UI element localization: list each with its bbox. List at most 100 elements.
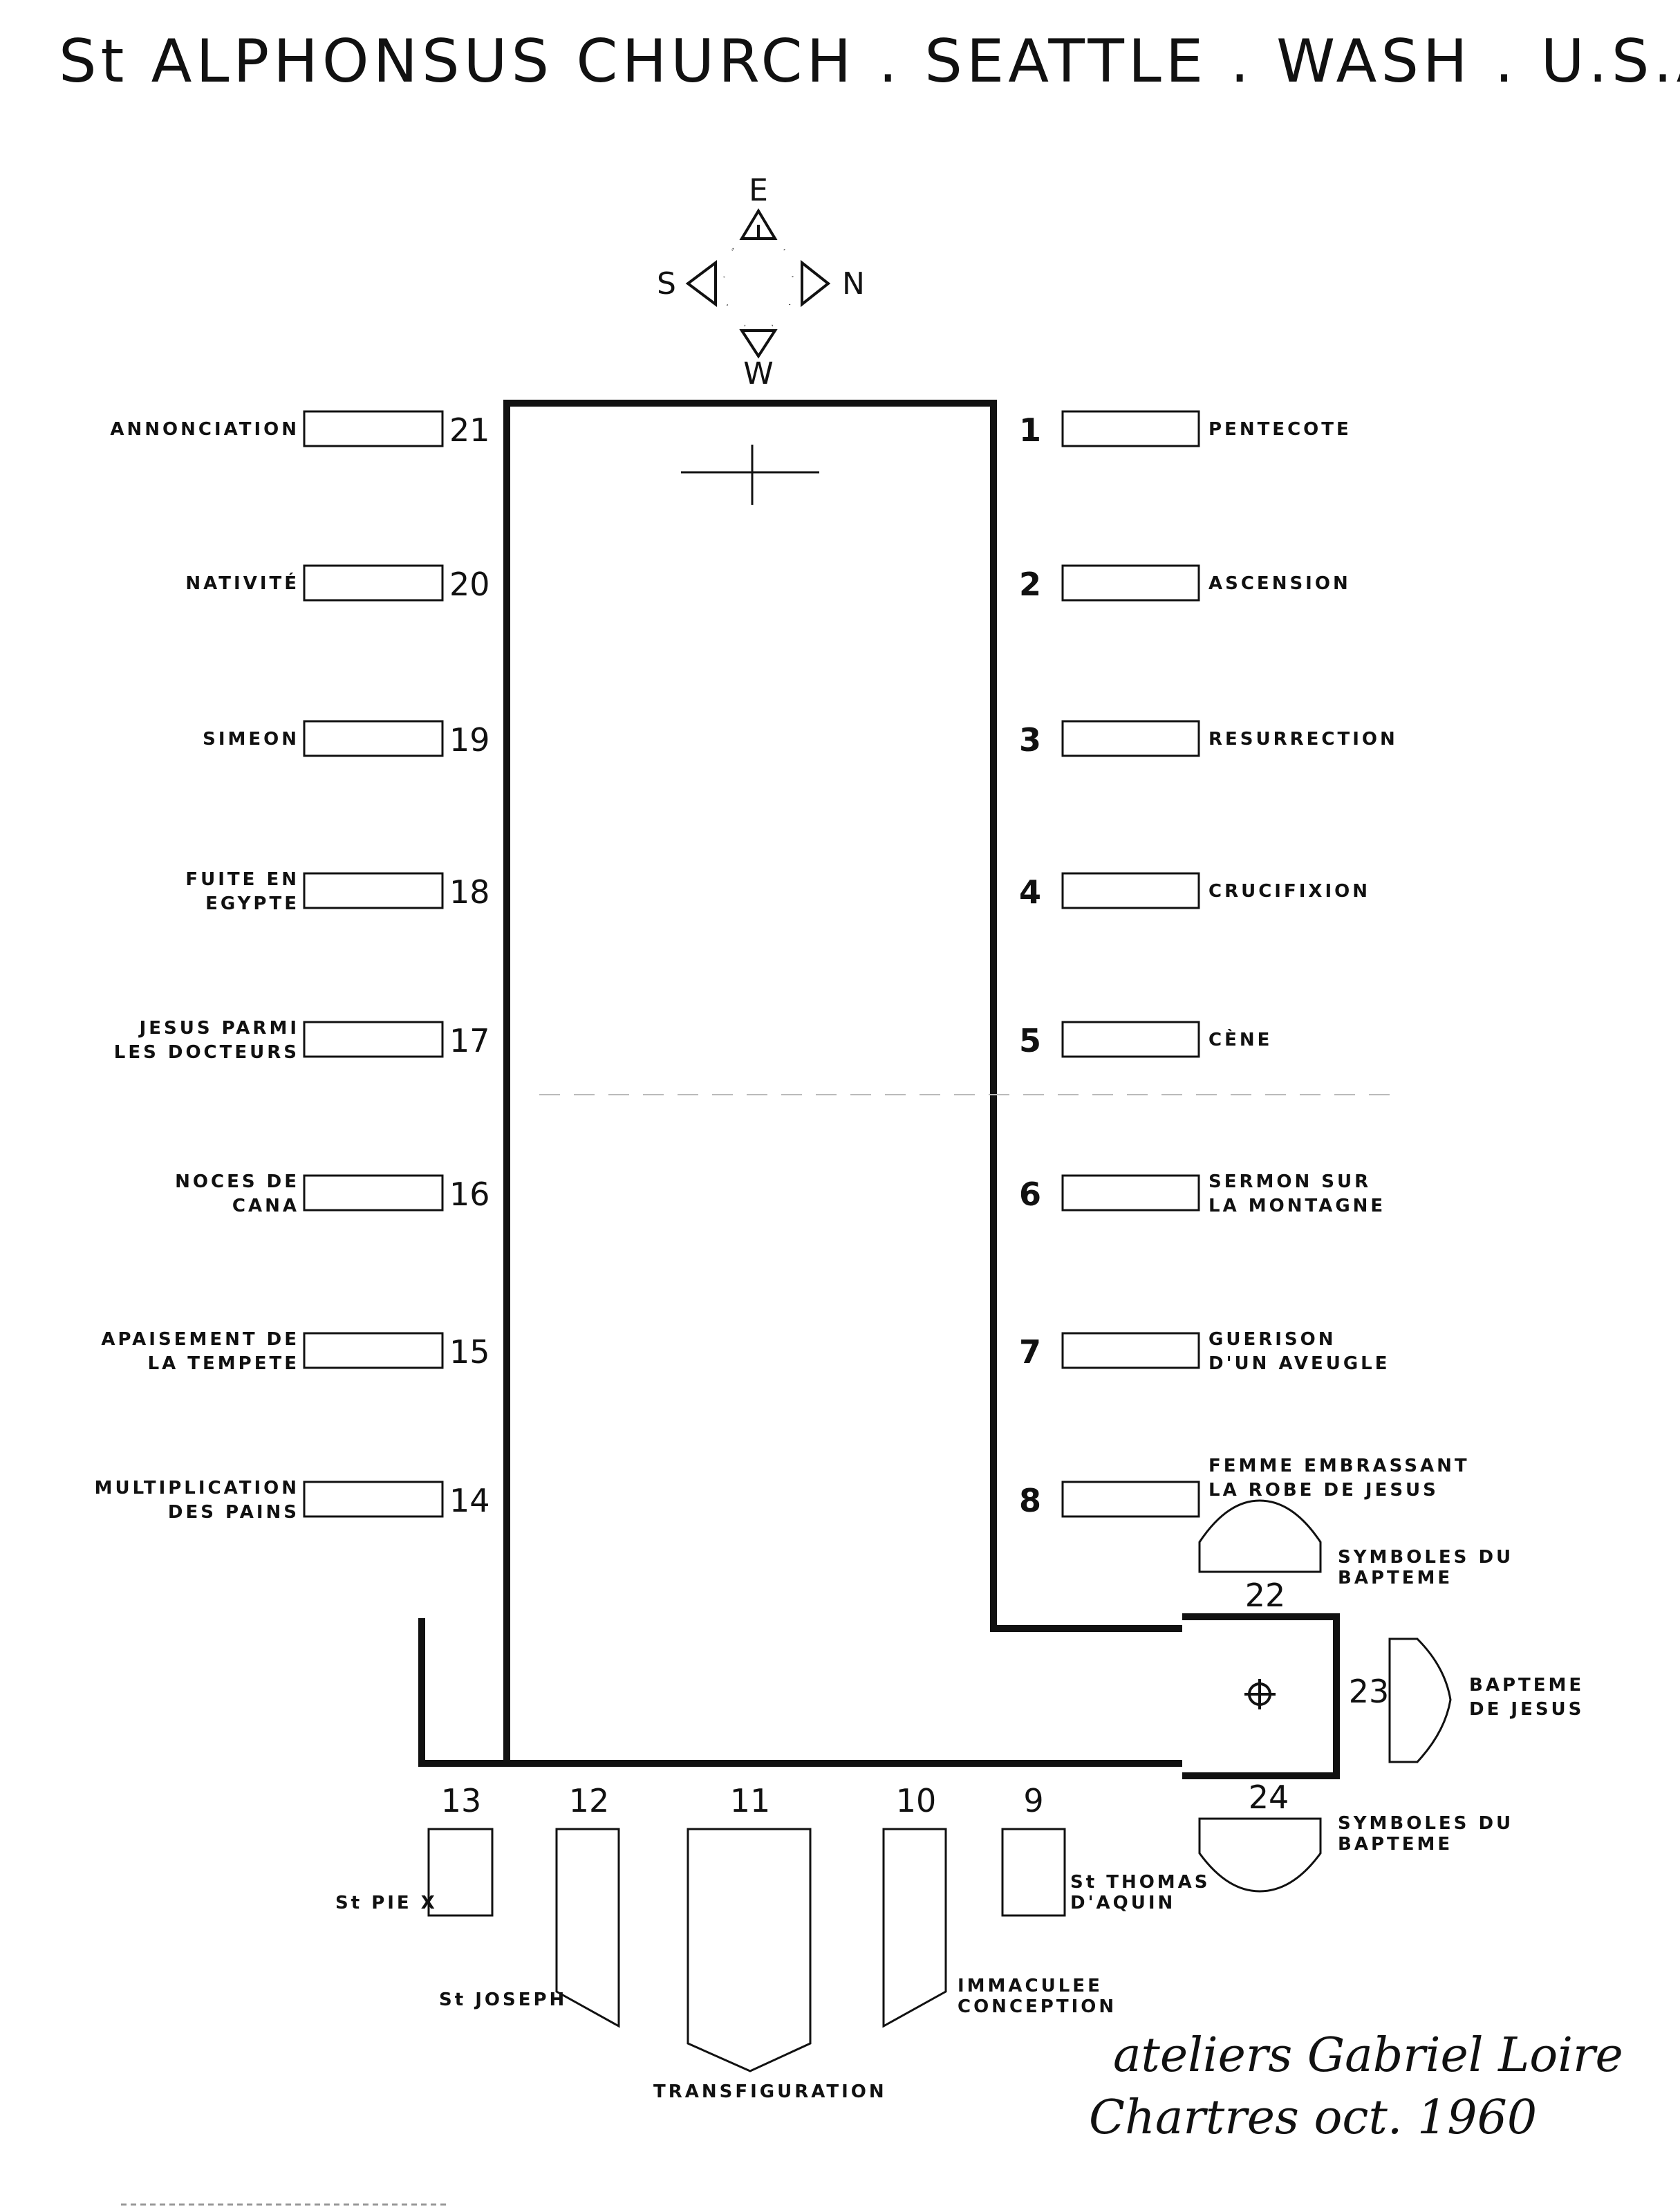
window-22-shape [1198,1499,1322,1573]
window-2-shape [1061,564,1200,602]
window-14-label-line2: DES PAINS [168,1502,299,1523]
window-16-number: 16 [449,1176,490,1213]
window-16-shape [303,1174,444,1212]
window-21-shape [303,410,444,447]
window-18-label-line1: FUITE EN [185,869,299,890]
window-11-number: 11 [730,1782,771,1819]
window-3-label-line1: RESURRECTION [1208,729,1398,750]
window-7-shape [1061,1332,1200,1369]
window-9-shape [1001,1828,1066,1917]
window-8-label-line2: LA ROBE DE JESUS [1208,1480,1439,1501]
window-23-number: 23 [1349,1673,1390,1710]
window-16-label-line1: NOCES DE [175,1171,299,1192]
window-15-label-line2: LA TEMPETE [148,1353,299,1374]
window-11-label: TRANSFIGURATION [653,2081,887,2102]
compass-west-arrow [739,329,778,359]
window-10-number: 10 [896,1782,937,1819]
window-14-number: 14 [449,1482,490,1519]
window-23-shape [1388,1638,1452,1763]
window-12-number: 12 [569,1782,610,1819]
compass-north-arrow [801,259,831,308]
window-17-shape [303,1021,444,1058]
window-16-label-line2: CANA [232,1196,299,1216]
window-3-shape [1061,720,1200,757]
window-8-shape [1061,1481,1200,1518]
window-23-label-line1: BAPTEME [1469,1675,1584,1696]
window-15-label-line1: APAISEMENT DE [101,1329,299,1350]
window-2-number: 2 [1019,566,1041,603]
window-18-shape [303,872,444,909]
window-1-shape [1061,410,1200,447]
compass-south-arrow [685,260,717,307]
window-10-label-line1: IMMACULEE [958,1976,1103,1996]
window-24-label-line1: SYMBOLES DU [1338,1813,1513,1834]
window-20-number: 20 [449,566,490,603]
window-12-label: St JOSEPH [439,1989,567,2010]
window-6-label-line1: SERMON SUR [1208,1171,1371,1192]
compass-north-label: N [842,266,865,301]
window-19-label-line1: SIMEON [203,729,299,750]
page-title: St ALPHONSUS CHURCH . SEATTLE . WASH . U… [59,27,1680,96]
window-10-shape [882,1828,947,2028]
compass-ring [723,238,794,329]
window-22-label-line2: BAPTEME [1338,1568,1453,1588]
window-24-shape [1198,1817,1322,1893]
west-windows: 13 St PIE X 12 St JOSEPH 11 TRANSFIGURAT… [335,1782,1211,2102]
window-21-label-line1: ANNONCIATION [110,419,299,440]
window-6-label-line2: LA MONTAGNE [1208,1196,1385,1216]
window-24-label-line2: BAPTEME [1338,1834,1453,1855]
window-9-label-line2: D'AQUIN [1070,1893,1175,1913]
window-14-shape [303,1481,444,1518]
window-2-label-line1: ASCENSION [1208,573,1351,594]
window-17-number: 17 [449,1022,490,1059]
right-windows: 1 PENTECOTE 2 ASCENSION 3 RESURRECTION 4 CRUCIF… [1019,410,1470,1519]
window-13-label: St PIE X [335,1893,438,1913]
signature-line2: Chartres oct. 1960 [1089,2090,1537,2145]
left-windows: 21 ANNONCIATION 20 NATIVITÉ 19 SIMEON 18 FUITE … [95,410,490,1523]
window-3-number: 3 [1019,721,1041,759]
window-19-number: 19 [449,721,490,759]
baptismal-font-icon [1244,1679,1276,1709]
baptistery-windows: 22 SYMBOLES DU BAPTEME 23 BAPTEME DE JES… [1198,1499,1584,1893]
window-14-label-line1: MULTIPLICATION [95,1478,299,1499]
window-24-number: 24 [1249,1779,1289,1816]
window-23-label-line2: DE JESUS [1469,1699,1584,1720]
compass-east-label: E [749,173,768,208]
window-4-number: 4 [1019,873,1041,911]
window-11-shape [687,1828,812,2072]
baptistery-wall [1182,1613,1340,1779]
window-9-label-line1: St THOMAS [1070,1872,1211,1893]
window-1-number: 1 [1019,411,1041,449]
window-21-number: 21 [449,411,490,449]
window-7-label-line1: GUERISON [1208,1329,1336,1350]
window-5-shape [1061,1021,1200,1058]
window-20-shape [303,564,444,602]
window-18-label-line2: EGYPTE [205,893,299,914]
window-8-label-line1: FEMME EMBRASSANT [1208,1456,1470,1476]
window-15-shape [303,1332,444,1369]
window-4-shape [1061,872,1200,909]
window-7-number: 7 [1019,1333,1041,1371]
compass-south-label: S [657,266,676,301]
window-20-label-line1: NATIVITÉ [185,572,299,594]
window-22-label-line1: SYMBOLES DU [1338,1547,1513,1568]
window-8-number: 8 [1019,1482,1041,1519]
window-7-label-line2: D'UN AVEUGLE [1208,1353,1390,1374]
window-10-label-line2: CONCEPTION [958,1996,1117,2017]
altar-cross-icon [681,445,819,505]
window-22-number: 22 [1245,1577,1286,1614]
window-13-shape [427,1828,494,1917]
window-1-label-line1: PENTECOTE [1208,419,1352,440]
window-12-shape [555,1828,620,2028]
window-6-shape [1061,1174,1200,1212]
compass-rose: E N S W [657,173,865,391]
window-9-number: 9 [1023,1782,1043,1819]
window-5-label-line1: CÈNE [1208,1028,1272,1050]
window-18-number: 18 [449,873,490,911]
window-17-label-line2: LES DOCTEURS [114,1042,299,1063]
window-4-label-line1: CRUCIFIXION [1208,881,1370,902]
west-wall [418,1618,1182,1767]
signature-line1: ateliers Gabriel Loire [1113,2028,1623,2083]
window-6-number: 6 [1019,1176,1041,1213]
